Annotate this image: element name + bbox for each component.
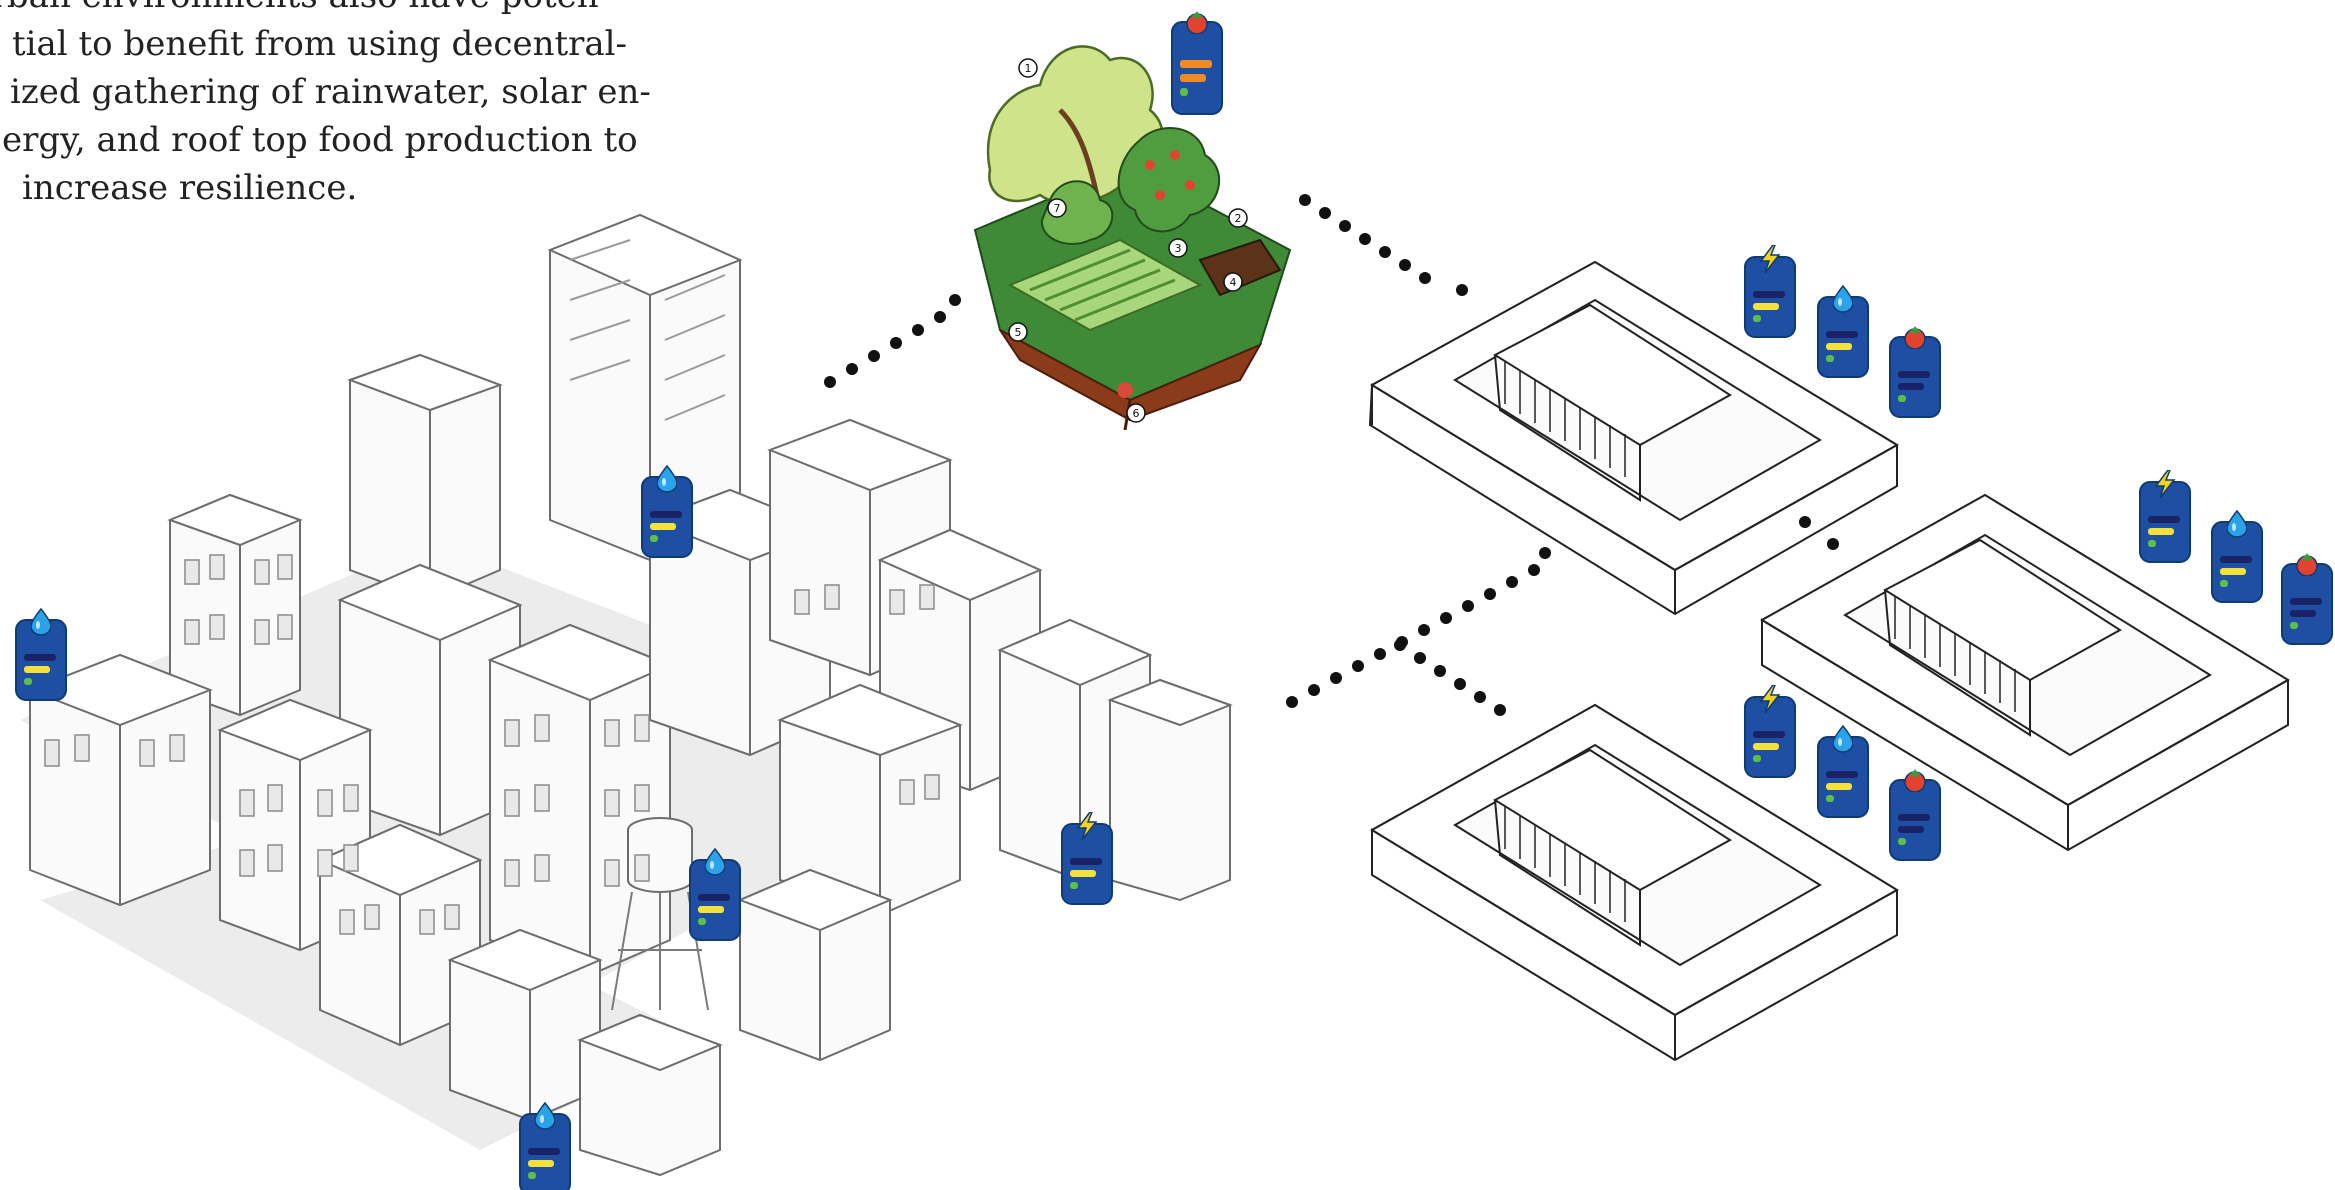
food-badge	[1889, 768, 1941, 861]
energy-badge	[1744, 245, 1796, 338]
intro-line: tial to benefit from using decentral-	[12, 24, 628, 64]
warehouse-bottom	[1370, 703, 1899, 1062]
food-badge	[1889, 325, 1941, 418]
connector-city-to-garden	[824, 294, 961, 388]
dotted-connectors	[824, 194, 1839, 716]
water-badge	[641, 465, 693, 558]
warehouse-top	[1368, 260, 1899, 616]
water-badge	[1817, 725, 1869, 818]
garden-callout-number: 5	[1015, 326, 1022, 339]
tomato-icon	[1186, 10, 1208, 34]
energy-badge	[1744, 685, 1796, 778]
resource-badges	[15, 10, 2333, 1190]
intro-line: increase resilience.	[22, 168, 358, 208]
water-badge	[1817, 285, 1869, 378]
city-block-illustration	[20, 213, 1233, 1177]
energy-badge	[1061, 812, 1113, 905]
tomato-icon	[1904, 768, 1926, 792]
warehouse-illustration	[1368, 260, 2290, 1062]
garden-callout-number: 1	[1025, 62, 1032, 75]
water-badge	[519, 1102, 571, 1190]
water-drop-icon	[1833, 285, 1853, 313]
garden-callout-number: 7	[1054, 202, 1061, 215]
energy-badge	[2139, 470, 2191, 563]
garden-callout-number: 2	[1235, 212, 1242, 225]
intro-paragraph: Urban environments also have poten- tial…	[0, 0, 720, 212]
water-drop-icon	[2227, 510, 2247, 538]
tomato-icon	[2296, 552, 2318, 576]
connector-city-to-warehouses	[1286, 547, 1551, 708]
garden-callout-number: 4	[1230, 276, 1237, 289]
water-drop-icon	[1833, 725, 1853, 753]
warehouse-middle	[1760, 493, 2290, 852]
connector-warehouse-pair	[1799, 516, 1839, 550]
tomato-icon	[1904, 325, 1926, 349]
water-badge	[2211, 510, 2263, 603]
connector-garden-to-warehouse	[1299, 194, 1468, 296]
connector-to-bottom-warehouse	[1394, 639, 1506, 716]
water-badge	[15, 608, 67, 701]
garden-callout-number: 6	[1133, 407, 1140, 420]
food-badge	[1171, 10, 1223, 115]
intro-line: Urban environments also have poten-	[0, 0, 720, 20]
food-badge	[2281, 552, 2333, 645]
intro-line: ized gathering of rainwater, solar en-	[10, 72, 651, 112]
food-forest-garden-illustration: 1 2 3 4 5 6 7	[973, 45, 1292, 431]
garden-callout-number: 3	[1175, 242, 1182, 255]
water-drop-icon	[31, 608, 51, 636]
intro-line: ergy, and roof top food production to	[2, 120, 638, 160]
water-badge	[689, 848, 741, 941]
